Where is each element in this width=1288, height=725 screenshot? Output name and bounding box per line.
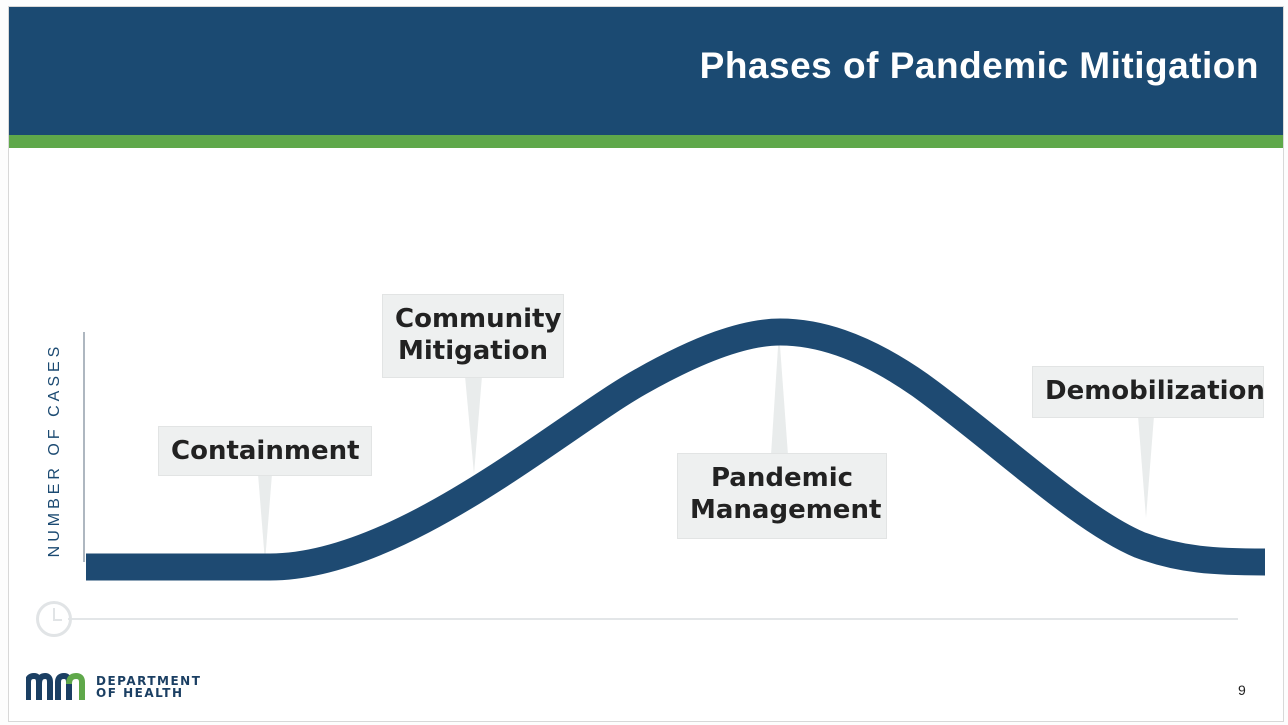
slide: Phases of Pandemic Mitigation [8, 6, 1284, 722]
phase-label-containment-text: Containment [171, 436, 360, 466]
phase-label-pandemic-line1: Pandemic [710, 463, 854, 493]
epidemic-curve [86, 318, 1266, 581]
time-axis-line [68, 618, 1238, 620]
phase-label-community-mitigation: Community Mitigation [382, 294, 564, 378]
phase-label-community-line2: Mitigation [398, 336, 548, 366]
page-number: 9 [1238, 682, 1246, 698]
phase-label-demobilization-text: Demobilization [1045, 376, 1265, 406]
demobilization-pointer [1138, 416, 1154, 518]
phase-label-containment: Containment [158, 426, 372, 476]
phase-label-community-line1: Community [395, 304, 562, 334]
logo-line-1: DEPARTMENT [96, 674, 202, 688]
department-of-health-logo: DEPARTMENT OF HEALTH [26, 672, 201, 702]
pandemic-management-pointer [771, 332, 788, 455]
mn-logo-icon [26, 672, 85, 700]
slide-title: Phases of Pandemic Mitigation [699, 45, 1259, 86]
phase-label-pandemic-management: Pandemic Management [677, 453, 887, 539]
header-bar: Phases of Pandemic Mitigation [9, 7, 1283, 135]
y-axis-line [83, 332, 85, 562]
containment-pointer [258, 474, 272, 562]
clock-icon [36, 601, 72, 637]
community-mitigation-pointer [465, 376, 482, 474]
logo-line-2: OF HEALTH [96, 686, 184, 700]
phase-label-pandemic-line2: Management [690, 495, 882, 525]
phase-label-demobilization: Demobilization [1032, 366, 1265, 418]
header-accent-stripe [9, 135, 1283, 148]
